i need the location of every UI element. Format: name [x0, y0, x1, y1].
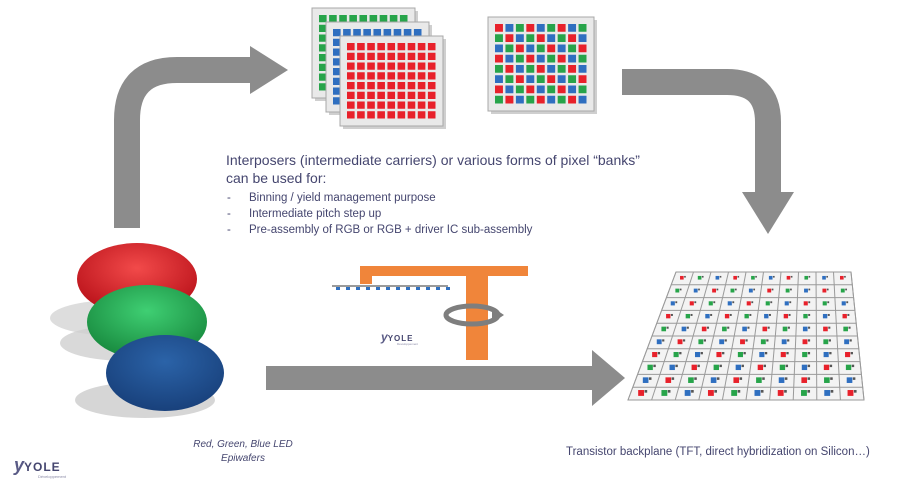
- interposer-rgb-grid: [487, 16, 597, 114]
- list-item: Pre-assembly of RGB or RGB + driver IC s…: [227, 222, 532, 238]
- list-item: Intermediate pitch step up: [227, 206, 532, 222]
- yole-logo-small-mark: y: [381, 330, 388, 344]
- interposer-stack: [311, 7, 446, 129]
- interposer-rgb-card: [487, 16, 597, 114]
- description-title: Interposers (intermediate carriers) or v…: [226, 151, 640, 187]
- yole-logo: yYOLE Développement: [14, 455, 66, 479]
- arrow-wafers-to-backplane: [266, 350, 625, 406]
- backplane-caption: Transistor backplane (TFT, direct hybrid…: [566, 446, 870, 458]
- blue-wafer: [106, 335, 224, 411]
- description-list: Binning / yield management purpose Inter…: [227, 190, 532, 238]
- yole-logo-small: yYOLE Développement: [381, 330, 418, 346]
- arrow-wafers-to-interposers: [114, 46, 288, 228]
- list-item: Binning / yield management purpose: [227, 190, 532, 206]
- wafer-caption-line2: Epiwafers: [221, 453, 265, 464]
- yole-logo-small-sub: Développement: [397, 342, 419, 346]
- yole-logo-name: YOLE: [24, 460, 61, 474]
- transistor-backplane: [627, 271, 865, 401]
- arrow-interposers-to-backplane: [622, 69, 794, 234]
- wafer-caption-line1: Red, Green, Blue LED: [193, 439, 293, 450]
- yole-logo-sub: Développement: [38, 474, 67, 479]
- interposer-card-red: [339, 35, 446, 129]
- transfer-tool: [332, 266, 528, 360]
- yole-logo-small-name: YOLE: [387, 334, 414, 343]
- wafer-caption: Red, Green, Blue LED Epiwafers: [158, 438, 328, 466]
- led-epiwafers: [50, 243, 224, 418]
- description-title-line1: Interposers (intermediate carriers) or v…: [226, 152, 640, 168]
- yole-logo-mark: y: [14, 455, 25, 475]
- description-title-line2: can be used for:: [226, 170, 327, 186]
